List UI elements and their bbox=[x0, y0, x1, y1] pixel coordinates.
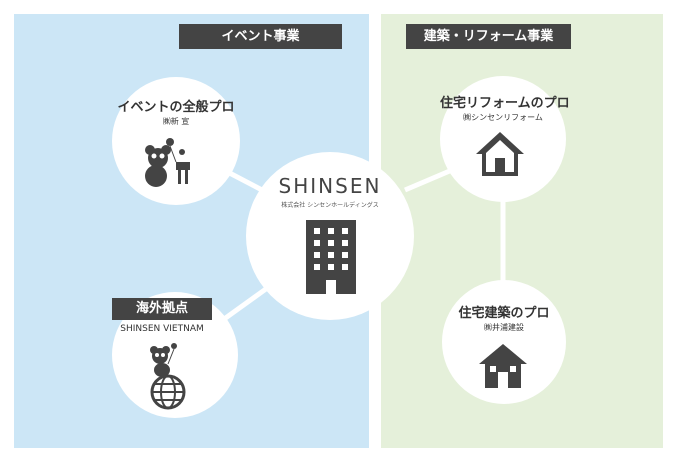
panda-globe-icon bbox=[150, 343, 186, 410]
holdings-logo: SHINSEN bbox=[278, 174, 382, 198]
construction-node-company: ㈱井浦建設 bbox=[484, 323, 524, 332]
event-node-title: イベントの全般プロ bbox=[117, 100, 235, 115]
overseas-label: 海外拠点 bbox=[112, 298, 212, 320]
panda-balloon-icon bbox=[145, 138, 190, 187]
reform-node-company: ㈱シンセンリフォーム bbox=[463, 113, 543, 122]
house-icon bbox=[476, 132, 524, 176]
construction-business-label: 建築・リフォーム事業 bbox=[406, 24, 571, 49]
house-icon bbox=[479, 344, 527, 388]
connector-reform bbox=[404, 167, 453, 193]
event-node-company: ㈱新 宣 bbox=[162, 117, 190, 126]
reform-node-title: 住宅リフォームのプロ bbox=[440, 96, 570, 111]
construction-node-title: 住宅建築のプロ bbox=[458, 306, 550, 321]
event-business-label: イベント事業 bbox=[179, 24, 342, 49]
building-icon bbox=[306, 220, 356, 294]
connector-overseas bbox=[218, 283, 272, 325]
holdings-company-name: 株式会社 シンセンホールディングス bbox=[281, 202, 379, 209]
overseas-company: SHINSEN VIETNAM bbox=[120, 324, 204, 334]
event-node bbox=[112, 77, 240, 205]
